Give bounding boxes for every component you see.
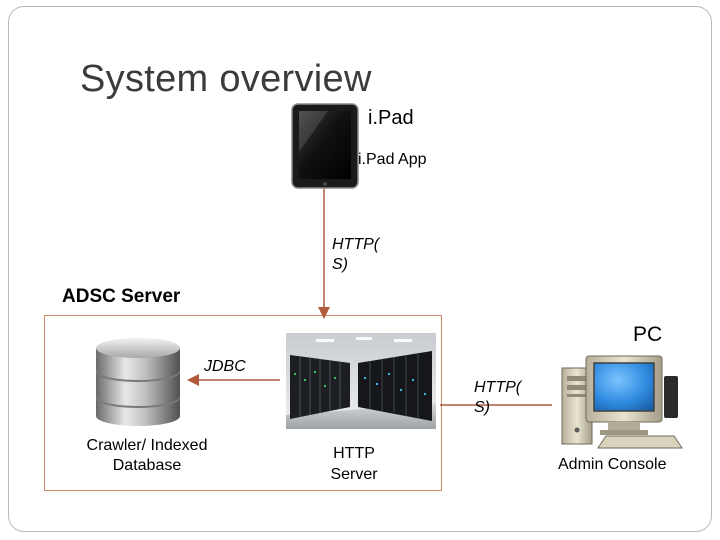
pc-label: PC (633, 323, 663, 346)
database-label: Crawler/ Indexed Database (86, 437, 208, 474)
ipad-app-label: i.Pad App (358, 151, 427, 168)
ipad-icon (291, 103, 359, 189)
jdbc-connection-label: JDBC (204, 358, 246, 375)
ipad-connection-label: HTTP( S) (332, 236, 380, 273)
pc-connection-label: HTTP( S) (474, 379, 522, 416)
pc-icon (561, 355, 683, 449)
slide-title: System overview (80, 58, 372, 100)
adsc-server-box (44, 315, 442, 491)
database-icon (96, 338, 180, 426)
server-rack-icon (286, 333, 436, 429)
http-server-label: HTTP Server (330, 445, 378, 483)
adsc-server-label: ADSC Server (62, 286, 181, 307)
ipad-label: i.Pad (368, 107, 414, 129)
admin-console-label: Admin Console (558, 456, 667, 473)
slide-frame (8, 6, 712, 532)
